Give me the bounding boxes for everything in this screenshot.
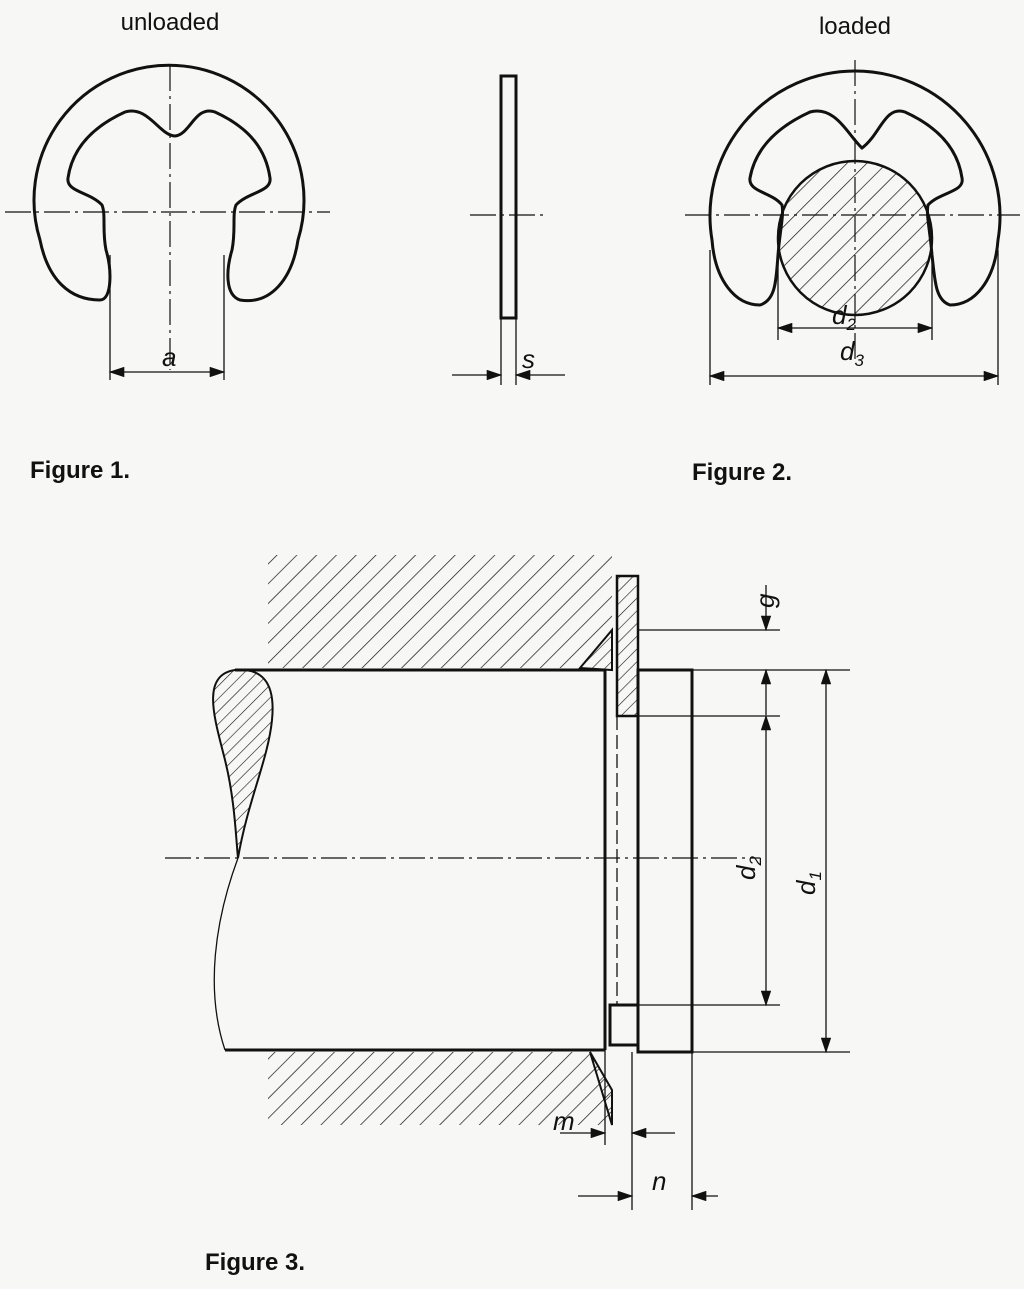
dim-d1-label: d1 <box>791 871 825 895</box>
shaft-break-section <box>212 668 274 859</box>
figure-1-caption: Figure 1. <box>30 457 130 484</box>
figure-2-caption: Figure 2. <box>692 459 792 486</box>
dim-a-label: a <box>162 342 176 372</box>
e-clip-unloaded <box>32 63 306 303</box>
loaded-label: loaded <box>819 13 891 40</box>
figure-2: loaded d2 d3 Figure 2. <box>685 13 1020 486</box>
hub <box>636 668 694 1054</box>
dim-s-label: s <box>522 344 535 374</box>
e-clip-side-view <box>499 74 518 320</box>
dim-d3-label: d3 <box>840 336 864 370</box>
dim-n-label: n <box>652 1166 666 1196</box>
unloaded-label: unloaded <box>121 9 220 36</box>
dim-m-label: m <box>553 1106 575 1136</box>
figure-3: g d2 d1 m n Figure 3. <box>165 555 850 1276</box>
figure-3-caption: Figure 3. <box>205 1249 305 1276</box>
dim-g-label: g <box>750 593 780 608</box>
housing-top <box>268 555 612 668</box>
dim-d2-label: d2 <box>731 856 765 880</box>
retaining-ring <box>615 574 640 718</box>
e-clip-loaded <box>708 69 1002 307</box>
figure-1: unloaded a s Figure 1. <box>5 9 565 484</box>
housing-bottom <box>268 1052 612 1125</box>
dim-d2-label: d2 <box>832 300 856 334</box>
